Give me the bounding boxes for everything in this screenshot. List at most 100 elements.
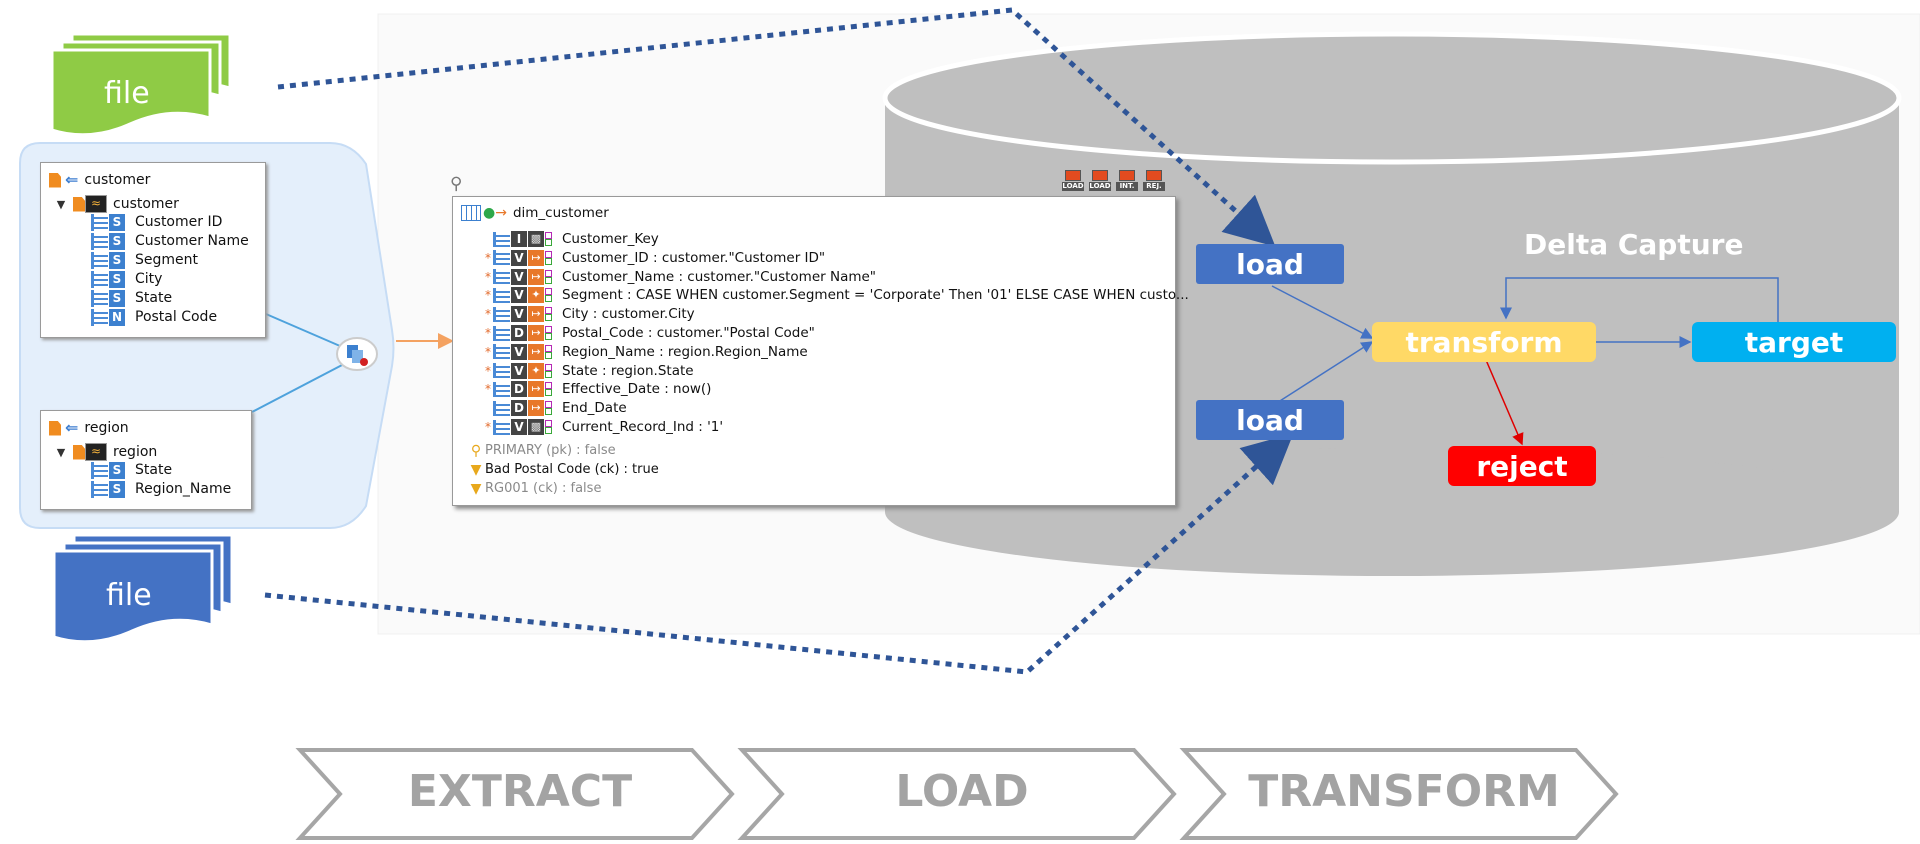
customer-source-header: ⇐ customer <box>49 171 150 189</box>
flags-icon <box>545 232 552 246</box>
load-top-box[interactable]: load <box>1196 244 1344 284</box>
mapping-icon: ↦ <box>528 268 544 285</box>
datatype-badge: V <box>511 419 527 435</box>
arrow-load-bottom-to-transform <box>1271 341 1374 407</box>
target-attribute-row[interactable]: *V↦Customer_Name : customer."Customer Na… <box>483 268 876 285</box>
target-box[interactable]: target <box>1692 322 1896 362</box>
attribute-text: Current_Record_Ind : '1' <box>562 419 724 435</box>
target-attribute-row[interactable]: *D↦Postal_Code : customer."Postal Code" <box>483 325 815 341</box>
check-icon: ● <box>483 205 496 221</box>
attribute-text: City : customer.City <box>562 306 695 323</box>
datatype-badge: V <box>511 249 527 266</box>
target-attribute-row[interactable]: D↦End_Date <box>483 400 627 417</box>
mapping-icon: ↦ <box>528 325 544 341</box>
attribute-text: Postal_Code : customer."Postal Code" <box>562 325 815 341</box>
datastore-icon <box>73 196 85 212</box>
column-icon: S <box>91 270 125 288</box>
target-attribute-row[interactable]: *D↦Effective_Date : now() <box>483 381 712 398</box>
target-attribute-row[interactable]: *V▩Current_Record_Ind : '1' <box>483 419 723 435</box>
source-column-row[interactable]: S Customer Name <box>91 232 249 250</box>
column-icon: S <box>91 251 125 269</box>
customer-datastore-node[interactable]: ▼ ≈ customer <box>56 195 179 213</box>
target-attribute-row[interactable]: I▩Customer_Key <box>483 231 659 247</box>
column-name: Customer Name <box>135 233 249 249</box>
target-attribute-row[interactable]: *V✦Segment : CASE WHEN customer.Segment … <box>483 287 1189 304</box>
template-step-icon[interactable]: INT. <box>1116 170 1138 191</box>
target-attribute-row[interactable]: *V↦Region_Name : region.Region_Name <box>483 343 808 360</box>
attribute-text: State : region.State <box>562 362 694 379</box>
constraint-row[interactable]: ▼RG001 (ck) : false <box>467 480 602 497</box>
mandatory-star-icon: * <box>485 250 491 265</box>
target-attribute-row[interactable]: *V↦City : customer.City <box>483 306 695 323</box>
region-datastore-node[interactable]: ▼ ≈ region <box>56 443 158 461</box>
file-datastore-icon: ≈ <box>85 443 107 461</box>
column-icon: S <box>91 289 125 307</box>
datastore-icon <box>49 420 61 436</box>
attribute-text: Segment : CASE WHEN customer.Segment = '… <box>562 287 1189 304</box>
reject-box[interactable]: reject <box>1448 446 1596 486</box>
column-name: Region_Name <box>135 481 232 497</box>
dotted-line-bottom <box>264 433 1294 675</box>
load-bottom-box[interactable]: load <box>1196 400 1344 440</box>
column-icon: S <box>91 213 125 231</box>
arrow-right-icon: → <box>495 205 507 221</box>
chevron-down-icon[interactable]: ▼ <box>56 445 66 459</box>
column-icon <box>493 344 510 360</box>
attribute-text: Customer_ID : customer."Customer ID" <box>562 249 826 266</box>
constraint-text: Bad Postal Code (ck) : true <box>485 462 659 477</box>
target-attribute-row[interactable]: *V↦Customer_ID : customer."Customer ID" <box>483 249 826 266</box>
arrow-transform-to-reject <box>1485 359 1524 446</box>
column-icon <box>493 231 510 247</box>
flags-icon <box>545 420 552 434</box>
target-attribute-row[interactable]: *V✦State : region.State <box>483 362 694 379</box>
column-name: State <box>135 290 173 306</box>
datatype-badge: V <box>511 306 527 323</box>
datastore-icon <box>49 172 61 188</box>
column-icon: N <box>91 308 125 326</box>
chevron-down-icon[interactable]: ▼ <box>56 197 66 211</box>
phase-label-transform: TRANSFORM <box>1248 766 1560 817</box>
key-icon: ▩ <box>528 231 544 247</box>
column-icon: S <box>91 461 125 479</box>
template-step-icon[interactable]: LOAD <box>1089 170 1111 191</box>
mapping-icon: ↦ <box>528 381 544 398</box>
phase-chevrons <box>295 748 1619 840</box>
search-icon[interactable]: ⚲ <box>450 174 463 194</box>
mandatory-star-icon: * <box>485 326 491 340</box>
flags-icon <box>545 363 552 378</box>
mandatory-star-icon: * <box>485 344 491 359</box>
flags-icon <box>545 269 552 284</box>
dim-customer-target[interactable]: ● → dim_customer I▩Customer_Key*V↦Custom… <box>452 196 1189 506</box>
source-column-row[interactable]: S State <box>91 289 172 307</box>
constraint-row[interactable]: ⚲PRIMARY (pk) : false <box>467 443 616 459</box>
transform-box[interactable]: transform <box>1372 322 1596 362</box>
flags-icon <box>545 250 552 265</box>
delta-capture-label: Delta Capture <box>1524 228 1744 261</box>
file-label-bottom: file <box>106 578 152 613</box>
column-icon: S <box>91 232 125 250</box>
attribute-text: Effective_Date : now() <box>562 381 712 398</box>
filter-icon: ▼ <box>470 480 482 497</box>
file-datastore-icon: ≈ <box>85 195 107 213</box>
region-source-header: ⇐ region <box>49 419 129 437</box>
arrow-load-top-to-transform <box>1271 285 1374 339</box>
template-step-icon[interactable]: LOAD <box>1062 170 1084 191</box>
column-icon <box>493 250 510 266</box>
chevron-transform <box>1179 748 1619 840</box>
delta-capture-loop-arrow <box>1500 277 1779 322</box>
mandatory-star-icon: * <box>485 420 491 434</box>
constraint-row[interactable]: ▼Bad Postal Code (ck) : true <box>467 462 659 478</box>
template-step-icon[interactable]: REJ. <box>1143 170 1165 191</box>
datastore-icon <box>73 444 85 460</box>
column-icon <box>493 306 510 322</box>
attribute-text: Customer_Key <box>562 231 659 247</box>
